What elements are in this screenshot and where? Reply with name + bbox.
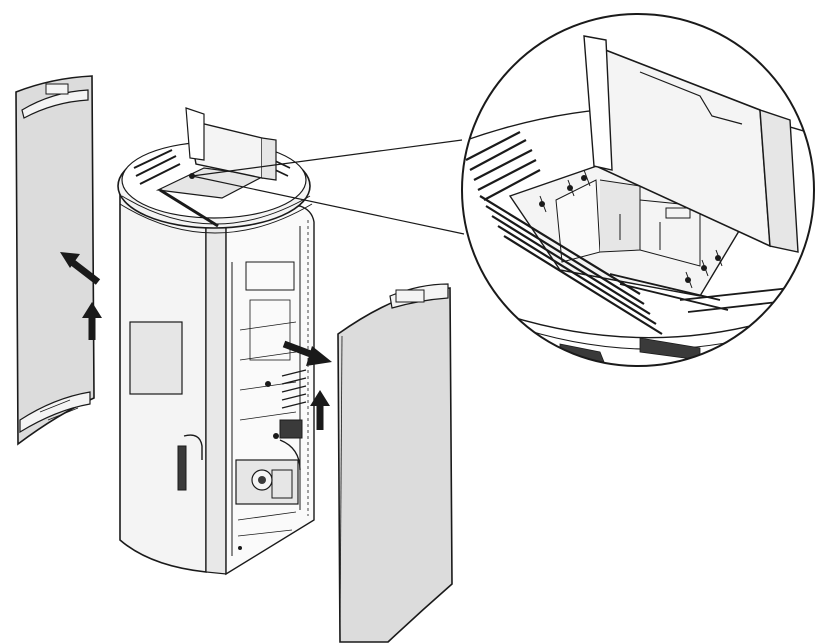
left-side-panel: [15, 75, 95, 446]
right-side-panel: [337, 283, 453, 643]
stove-top: [117, 107, 313, 234]
detail-leader-lines: [189, 139, 465, 235]
lift-up-arrow-icon-right: [310, 390, 330, 430]
pull-out-arrow-icon: [282, 340, 332, 366]
lift-up-arrow-icon-left: [82, 302, 102, 340]
push-in-arrow-icon: [60, 252, 101, 285]
detail-magnifier: [461, 13, 815, 367]
stove-body: [119, 178, 315, 576]
